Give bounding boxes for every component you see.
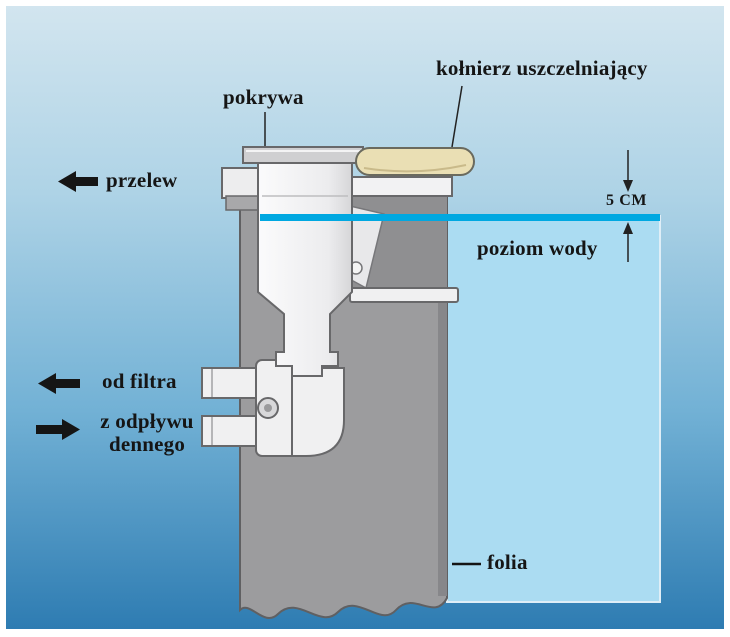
collar-pointer-line <box>451 85 463 148</box>
water-level-label: poziom wody <box>477 236 598 260</box>
sealing-collar-shading <box>363 164 467 173</box>
mouth-bottom-ledge <box>349 287 459 303</box>
distance-label: 5 CM <box>606 192 648 209</box>
liner-label: folia <box>487 550 528 574</box>
overflow-bracket <box>225 195 261 211</box>
elbow-pipe <box>291 367 345 457</box>
from-filter-label: od filtra <box>102 369 177 393</box>
waterlevel-arrowhead-up <box>623 222 633 234</box>
distance-arrowhead-down <box>623 180 633 192</box>
cover-plate <box>242 146 364 164</box>
from-drain-arrow-right <box>36 419 80 440</box>
from-drain-label: z odpływu dennego <box>88 410 206 456</box>
overflow-arrow-left <box>58 171 98 192</box>
water-area <box>446 215 661 603</box>
sealing-collar-label: kołnierz uszczelniający <box>436 56 648 80</box>
from-drain-label-line1: z odpływu <box>100 409 194 433</box>
overflow-pipe <box>221 167 261 199</box>
from-filter-arrow-left <box>38 373 80 394</box>
pool-wall-shadow-edge <box>438 198 447 596</box>
overflow-label: przelew <box>106 168 178 192</box>
cover-label: pokrywa <box>223 85 304 109</box>
water-level-line <box>260 214 660 221</box>
face-plate <box>351 176 453 197</box>
from-drain-label-line2: dennego <box>108 432 186 456</box>
pipe-fitting-hole <box>264 404 272 412</box>
